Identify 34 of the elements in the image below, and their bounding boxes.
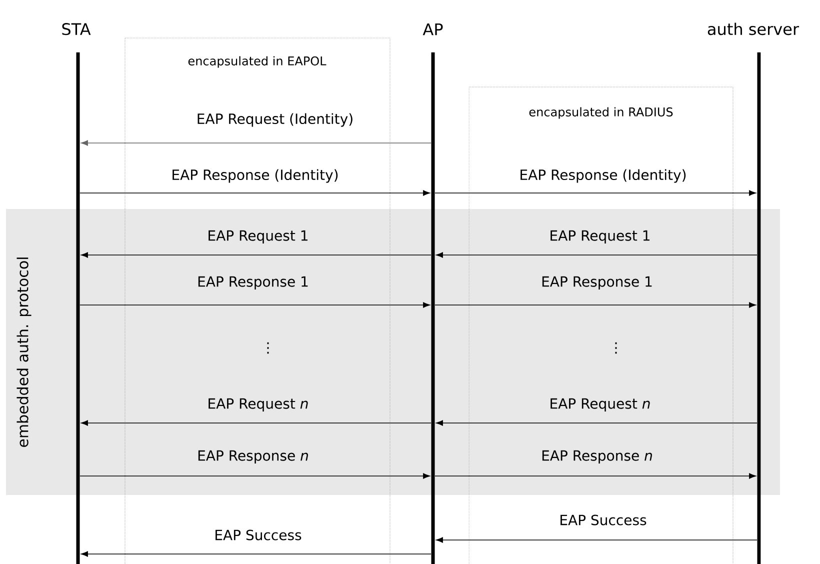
arrow: [434, 302, 756, 308]
node-label: auth server: [708, 22, 800, 36]
arrow: [81, 140, 432, 146]
edge-label: EAP Request n: [550, 398, 650, 412]
arrow: [80, 473, 430, 479]
arrow: [81, 420, 432, 426]
edge-label: EAP Response 1: [198, 276, 308, 290]
arrow: [434, 473, 756, 479]
arrow: [436, 252, 758, 258]
arrow: [80, 190, 430, 196]
lifeline: auth server: [708, 22, 800, 564]
edge-label: EAP Response n: [542, 450, 652, 464]
lifeline: AP: [422, 23, 443, 564]
edge-label: EAP Request n: [208, 398, 308, 412]
edge-label: EAP Request 1: [550, 230, 650, 244]
ellipsis-mark: ⋮: [615, 342, 617, 354]
arrow: [80, 302, 430, 308]
edge-label: EAP Success: [560, 514, 646, 526]
edge-label: EAP Request 1: [208, 230, 308, 244]
ellipsis-mark: ⋮: [267, 342, 269, 354]
lifeline: STA: [62, 23, 91, 564]
arrow: [436, 420, 758, 426]
arrow: [436, 537, 758, 543]
node-label: STA: [62, 23, 91, 36]
arrow: [81, 551, 432, 557]
edge-label: EAP Response (Identity): [520, 169, 686, 183]
arrow: [81, 252, 432, 258]
edge-label: EAP Response n: [198, 450, 308, 464]
node-label: AP: [422, 23, 443, 36]
arrow: [434, 190, 756, 196]
edge-label: EAP Response 1: [542, 276, 652, 290]
edge-label: EAP Request (Identity): [198, 113, 352, 127]
edge-label: EAP Response (Identity): [172, 169, 338, 183]
edge-label: EAP Success: [216, 530, 302, 540]
